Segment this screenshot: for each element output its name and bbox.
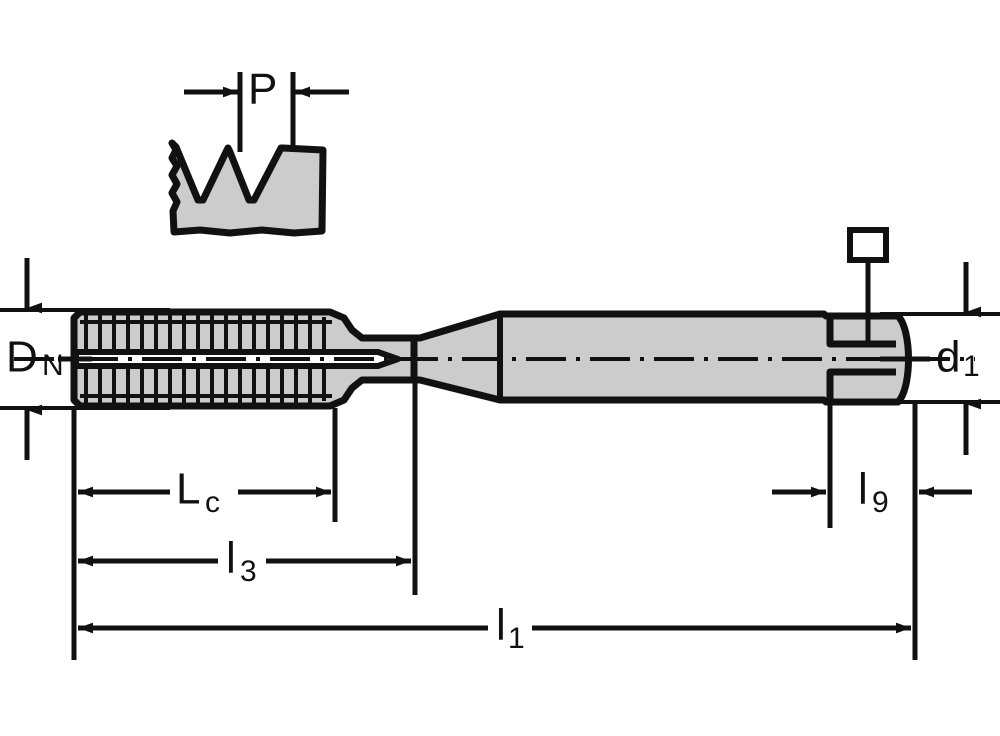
lc-dimension: L c [71, 408, 338, 660]
dn-label: D [6, 333, 38, 382]
square-drive-symbol [847, 227, 889, 345]
l9-dimension: l 9 [772, 404, 972, 660]
l3-label: l [226, 534, 236, 583]
d1-label-subscript: 1 [963, 350, 980, 383]
l1-label: l [496, 601, 506, 650]
thread-profile-detail: P [168, 65, 349, 237]
l1-dimension: l 1 [78, 601, 911, 655]
lc-label: L [176, 465, 200, 514]
l9-label: l [858, 465, 868, 514]
pitch-dimension-label: P [248, 65, 277, 114]
dn-label-subscript: N [42, 349, 64, 382]
l3-dimension: l 3 [78, 380, 418, 595]
dn-dimension: D N [0, 258, 170, 460]
thread-profile-shape [168, 139, 327, 237]
l3-label-subscript: 3 [240, 555, 257, 588]
d1-label: d [936, 333, 960, 382]
l1-label-subscript: 1 [508, 622, 525, 655]
square-drive-relief-bottom [826, 368, 896, 400]
tap-side-view [14, 308, 975, 410]
square-icon [847, 227, 889, 263]
l9-label-subscript: 9 [872, 486, 889, 519]
lc-label-subscript: c [205, 486, 220, 519]
d1-dimension: d 1 [880, 262, 1000, 455]
square-drive-relief-top [826, 316, 896, 348]
